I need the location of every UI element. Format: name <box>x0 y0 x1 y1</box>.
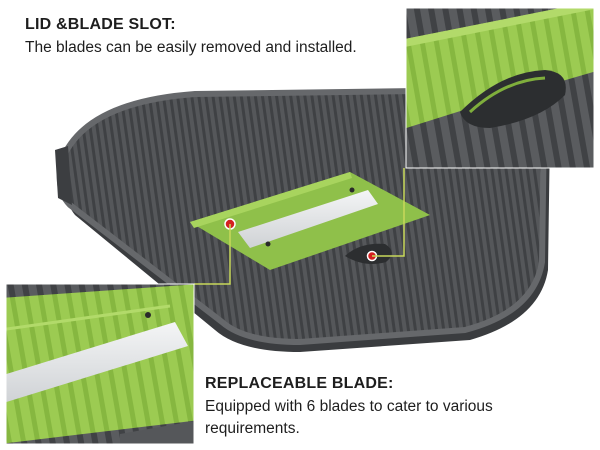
green-blade-panel <box>190 172 430 270</box>
blade-strip <box>238 190 378 248</box>
caption-blade-title: REPLACEABLE BLADE: <box>205 375 394 392</box>
caption-blade-description: Equipped with 6 blades to cater to vario… <box>205 398 493 437</box>
inset-slot-opening <box>460 70 566 128</box>
caption-lid-slot-description: The blades can be easily removed and ins… <box>25 39 357 56</box>
leader-lines <box>194 168 405 285</box>
zoom-inset-lid-slot <box>405 7 595 169</box>
inset-blade-strip <box>6 322 188 403</box>
caption-lid-slot-title: LID &BLADE SLOT: <box>25 16 176 33</box>
zoom-inset-blade <box>5 283 195 445</box>
caption-blade: REPLACEABLE BLADE: Equipped with 6 blade… <box>205 375 585 440</box>
caption-lid-slot: LID &BLADE SLOT: The blades can be easil… <box>25 16 395 59</box>
